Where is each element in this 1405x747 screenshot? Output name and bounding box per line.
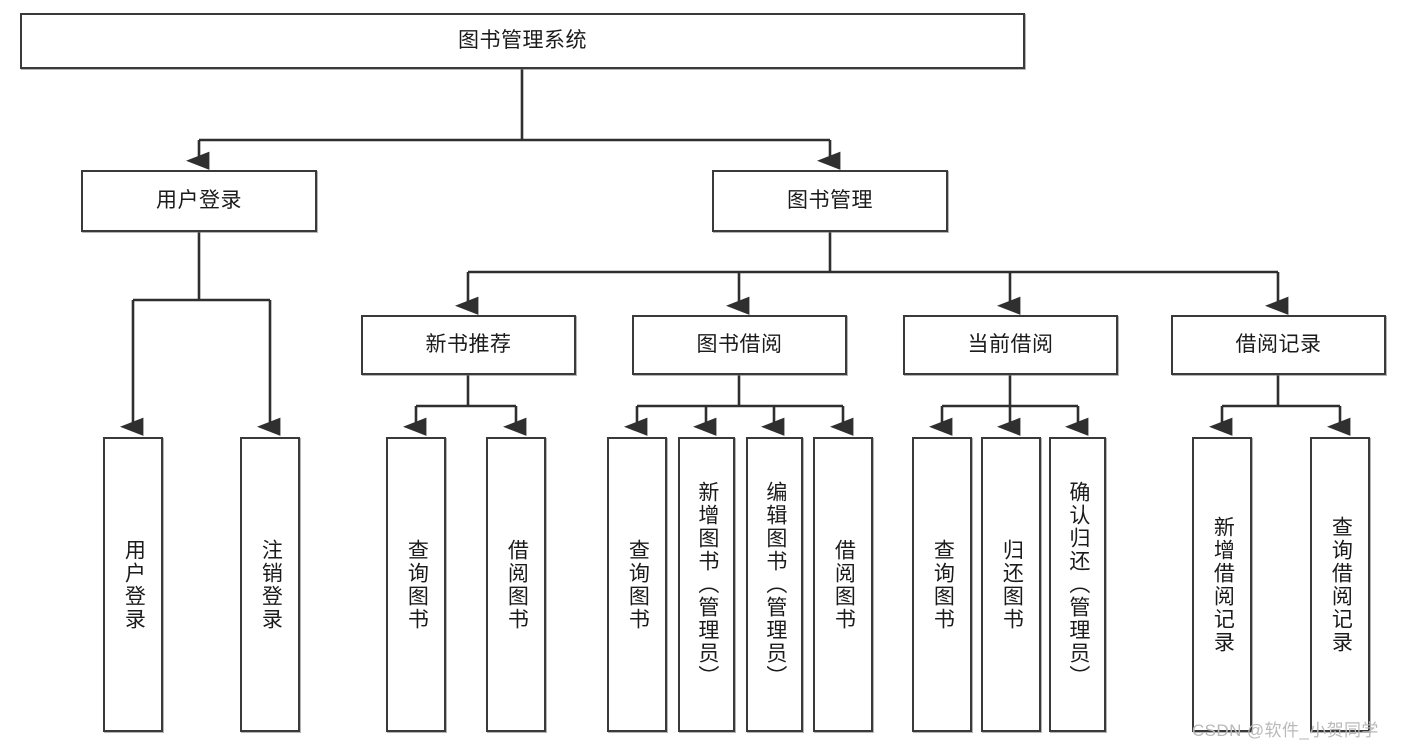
watermark-text: CSDN @软件_小贺同学 xyxy=(1192,721,1379,740)
node-root-label: 图书管理系统 xyxy=(458,28,587,52)
node-book-manage-label: 图书管理 xyxy=(787,188,873,212)
node-user-login[interactable]: 用户登录 xyxy=(81,170,317,232)
leaf-borrow-book-2[interactable]: 借阅图书 xyxy=(813,437,873,732)
leaf-query-book-3[interactable]: 查询图书 xyxy=(912,437,972,732)
leaf-borrow-book-2-label: 借阅图书 xyxy=(832,538,856,631)
leaf-query-record[interactable]: 查询借阅记录 xyxy=(1310,437,1370,732)
leaf-return-book[interactable]: 归还图书 xyxy=(981,437,1041,732)
leaf-edit-book-label: 编辑图书（管理员） xyxy=(763,481,787,688)
leaf-logout-label: 注销登录 xyxy=(259,538,283,631)
node-book-manage[interactable]: 图书管理 xyxy=(712,170,948,232)
node-user-login-label: 用户登录 xyxy=(156,188,242,212)
leaf-add-record-label: 新增借阅记录 xyxy=(1211,515,1235,654)
leaf-user-login[interactable]: 用户登录 xyxy=(103,437,163,732)
leaf-borrow-book-1-label: 借阅图书 xyxy=(505,538,529,631)
node-new-book-recommend[interactable]: 新书推荐 xyxy=(361,315,576,375)
leaf-add-book[interactable]: 新增图书（管理员） xyxy=(678,437,735,732)
leaf-logout[interactable]: 注销登录 xyxy=(240,437,300,732)
leaf-add-record[interactable]: 新增借阅记录 xyxy=(1192,437,1252,732)
node-new-book-recommend-label: 新书推荐 xyxy=(425,332,512,356)
leaf-borrow-book-1[interactable]: 借阅图书 xyxy=(486,437,546,732)
node-current-borrow[interactable]: 当前借阅 xyxy=(903,315,1118,375)
node-current-borrow-label: 当前借阅 xyxy=(967,332,1054,356)
leaf-query-book-1[interactable]: 查询图书 xyxy=(386,437,446,732)
leaf-edit-book[interactable]: 编辑图书（管理员） xyxy=(746,437,803,732)
leaf-query-book-2-label: 查询图书 xyxy=(626,538,650,631)
leaf-user-login-label: 用户登录 xyxy=(122,538,146,631)
leaf-query-book-3-label: 查询图书 xyxy=(931,538,955,631)
leaf-add-book-label: 新增图书（管理员） xyxy=(695,481,719,688)
leaf-confirm-return[interactable]: 确认归还（管理员） xyxy=(1049,437,1106,732)
node-book-borrow[interactable]: 图书借阅 xyxy=(632,315,847,375)
leaf-confirm-return-label: 确认归还（管理员） xyxy=(1066,481,1090,688)
leaf-query-record-label: 查询借阅记录 xyxy=(1329,515,1353,654)
leaf-return-book-label: 归还图书 xyxy=(1000,538,1024,631)
leaf-query-book-2[interactable]: 查询图书 xyxy=(607,437,667,732)
leaf-query-book-1-label: 查询图书 xyxy=(405,538,429,631)
node-borrow-record-label: 借阅记录 xyxy=(1235,332,1322,356)
node-root[interactable]: 图书管理系统 xyxy=(20,13,1025,69)
node-book-borrow-label: 图书借阅 xyxy=(696,332,783,356)
node-borrow-record[interactable]: 借阅记录 xyxy=(1171,315,1386,375)
